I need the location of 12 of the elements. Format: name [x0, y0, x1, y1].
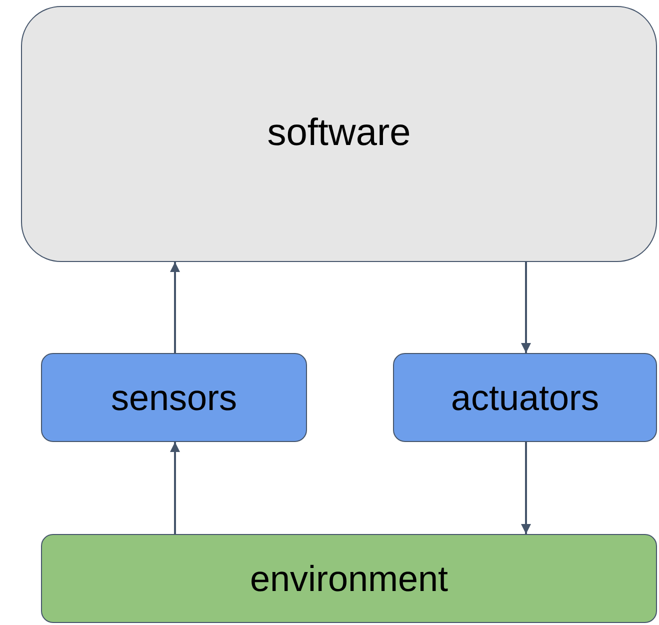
process-box [393, 353, 657, 442]
arrow [170, 262, 180, 353]
arrow [170, 442, 180, 534]
node-label: environment [250, 557, 448, 601]
arrow [521, 442, 531, 534]
node-label: actuators [450, 376, 600, 420]
process-box [21, 6, 657, 262]
node-label: software [267, 111, 411, 156]
process-box [41, 353, 307, 442]
node-label: sensors [110, 376, 238, 420]
process-box [41, 534, 657, 623]
arrow [521, 262, 531, 353]
